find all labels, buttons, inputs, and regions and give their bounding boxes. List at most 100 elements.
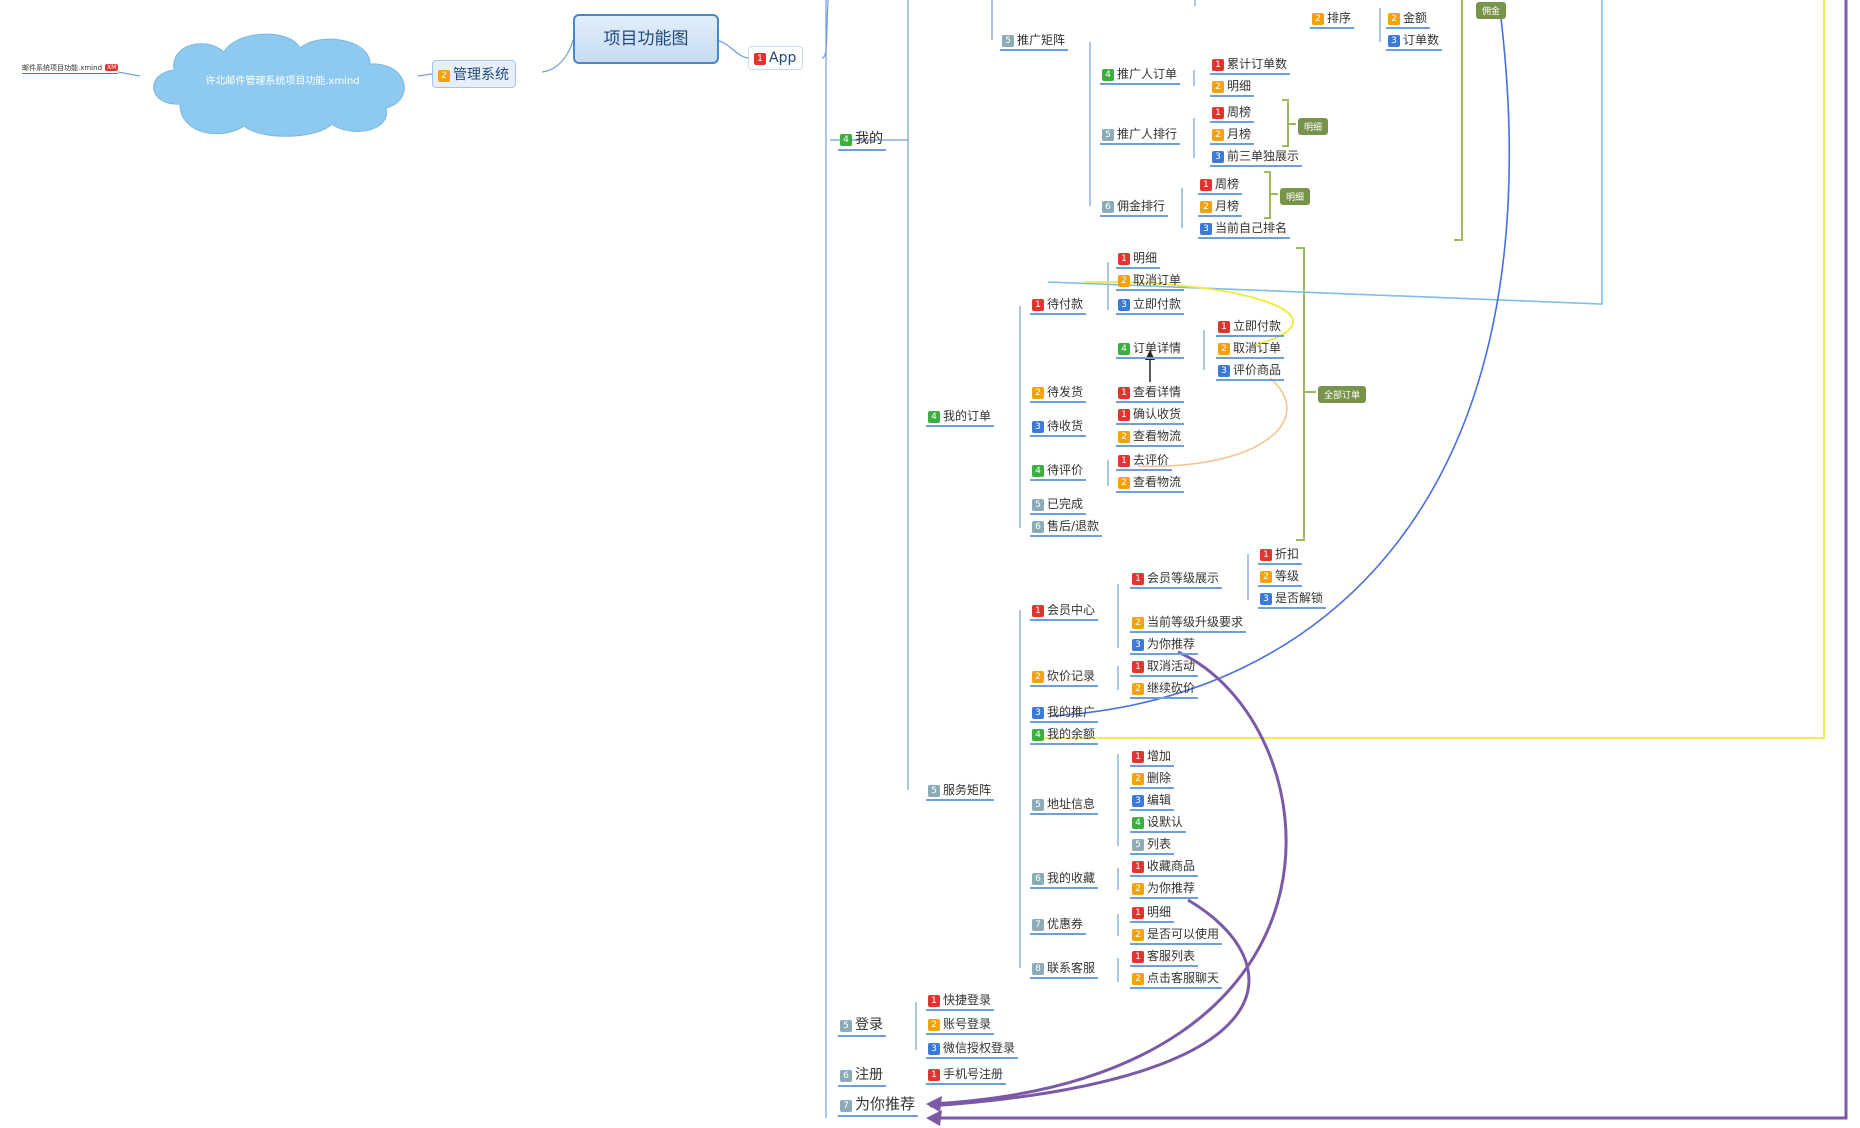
- node-label: 是否解锁: [1275, 591, 1324, 605]
- priority-badge: 2: [1212, 129, 1224, 141]
- priority-badge: 6: [1032, 521, 1044, 533]
- priority-badge: 1: [928, 995, 940, 1007]
- summary-ranking-detail[interactable]: 明细: [1298, 118, 1329, 135]
- summary-commission[interactable]: 佣金: [1476, 2, 1507, 19]
- cloud-label[interactable]: 许北邮件管理系统项目功能.xmind: [205, 76, 360, 87]
- node-label: 地址信息: [1047, 797, 1096, 811]
- priority-badge: 1: [1200, 179, 1212, 191]
- node-label: App: [769, 50, 797, 66]
- summary-commission-detail[interactable]: 明细: [1280, 188, 1311, 205]
- node-label: 是否可以使用: [1147, 927, 1220, 941]
- node-label: 明细: [1147, 905, 1172, 919]
- node-label: 明细: [1133, 251, 1158, 265]
- priority-badge: 1: [1260, 549, 1272, 561]
- priority-badge: 2: [1132, 929, 1144, 941]
- priority-badge: 2: [1132, 883, 1144, 895]
- priority-badge: 1: [1118, 409, 1130, 421]
- node-label: 会员等级展示: [1147, 571, 1220, 585]
- priority-badge: 3: [1200, 223, 1212, 235]
- node-label: 取消订单: [1233, 341, 1282, 355]
- node-label: 为你推荐: [855, 1095, 916, 1113]
- summary-all-orders[interactable]: 全部订单: [1318, 386, 1367, 403]
- priority-badge: 3: [1212, 151, 1224, 163]
- priority-badge: 3: [1388, 35, 1400, 47]
- central-topic[interactable]: 项目功能图: [573, 14, 719, 64]
- node-label: 售后/退款: [1047, 519, 1100, 533]
